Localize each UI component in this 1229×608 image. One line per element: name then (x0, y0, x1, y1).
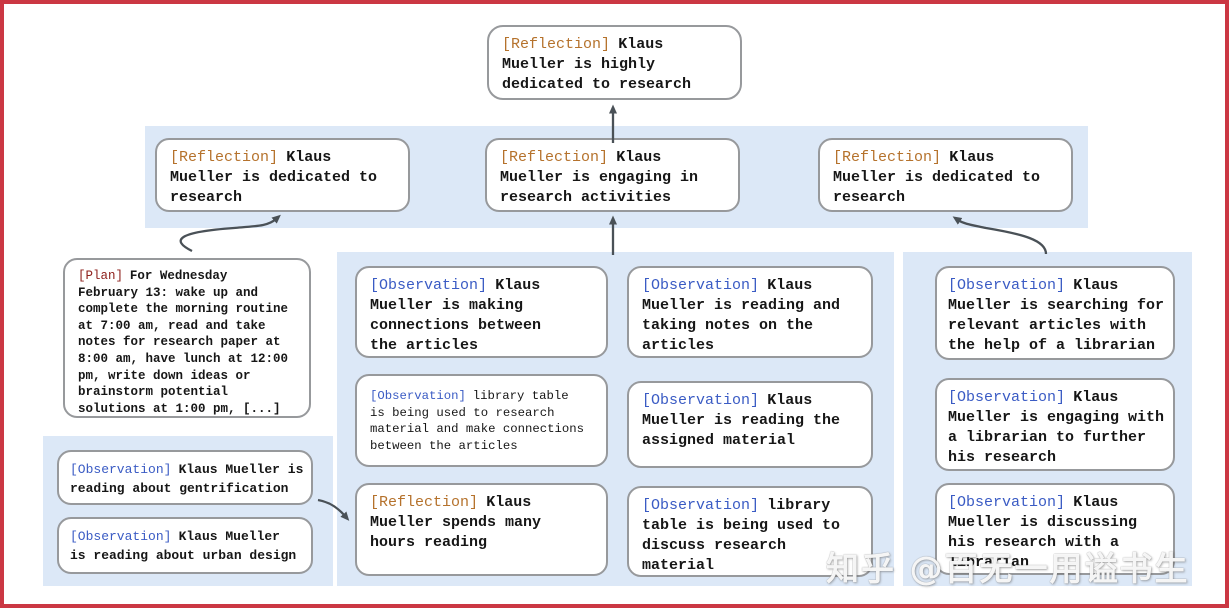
node-obs-gentrification: [Observation]Klaus Mueller is reading ab… (57, 450, 313, 505)
node-text: Klaus Mueller is discussing his research… (948, 494, 1138, 571)
node-obs-library-research: [Observation]library table is being used… (355, 374, 608, 467)
node-obs-taking-notes: [Observation]Klaus Mueller is reading an… (627, 266, 873, 358)
node-obs-engaging: [Observation]Klaus Mueller is engaging w… (935, 378, 1175, 471)
node-text: Klaus Mueller is engaging in research ac… (500, 149, 699, 206)
node-text: Klaus Mueller is reading the assigned ma… (642, 392, 841, 449)
node-plan: [Plan]For Wednesday February 13: wake up… (63, 258, 311, 418)
reflection-tag: [Reflection] (833, 149, 942, 166)
node-text: Klaus Mueller is reading about urban des… (70, 529, 297, 563)
node-text: For Wednesday February 13: wake up and c… (78, 269, 289, 416)
node-obs-searching: [Observation]Klaus Mueller is searching … (935, 266, 1175, 360)
observation-tag: [Observation] (70, 462, 172, 477)
observation-tag: [Observation] (642, 277, 760, 294)
node-obs-urban-design: [Observation]Klaus Mueller is reading ab… (57, 517, 313, 574)
reflection-tag: [Reflection] (502, 36, 611, 53)
node-obs-discussing: [Observation]Klaus Mueller is discussing… (935, 483, 1175, 575)
observation-tag: [Observation] (948, 389, 1066, 406)
watermark: 知乎 @百无一用谥书生 (826, 549, 1190, 588)
reflection-tag: [Reflection] (170, 149, 279, 166)
node-text: Klaus Mueller is reading about gentrific… (70, 462, 304, 496)
observation-tag: [Observation] (642, 392, 760, 409)
node-reflection-hours: [Reflection]Klaus Mueller spends many ho… (355, 483, 608, 576)
node-text: library table is being used to discuss r… (642, 497, 841, 574)
node-text: Klaus Mueller is dedicated to research (833, 149, 1041, 206)
node-text: library table is being used to research … (370, 389, 585, 453)
node-reflection-middle: [Reflection]Klaus Mueller is engaging in… (485, 138, 740, 212)
node-root-reflection: [Reflection]Klaus Mueller is highly dedi… (487, 25, 742, 100)
node-obs-connections: [Observation]Klaus Mueller is making con… (355, 266, 608, 358)
observation-tag: [Observation] (70, 529, 172, 544)
observation-tag: [Observation] (642, 497, 760, 514)
node-text: Klaus Mueller spends many hours reading (370, 494, 542, 551)
observation-tag: [Observation] (948, 494, 1066, 511)
node-text: Klaus Mueller is making connections betw… (370, 277, 542, 354)
reflection-tag: [Reflection] (370, 494, 479, 511)
node-obs-assigned: [Observation]Klaus Mueller is reading th… (627, 381, 873, 468)
node-text: Klaus Mueller is engaging with a librari… (948, 389, 1165, 466)
node-text: Klaus Mueller is searching for relevant … (948, 277, 1165, 354)
plan-tag: [Plan] (78, 269, 124, 283)
node-text: Klaus Mueller is reading and taking note… (642, 277, 841, 354)
node-text: Klaus Mueller is dedicated to research (170, 149, 378, 206)
node-reflection-left: [Reflection]Klaus Mueller is dedicated t… (155, 138, 410, 212)
node-obs-library-discuss: [Observation]library table is being used… (627, 486, 873, 577)
observation-tag: [Observation] (948, 277, 1066, 294)
reflection-tag: [Reflection] (500, 149, 609, 166)
observation-tag: [Observation] (370, 277, 488, 294)
node-reflection-right: [Reflection]Klaus Mueller is dedicated t… (818, 138, 1073, 212)
observation-tag: [Observation] (370, 389, 466, 403)
node-text: Klaus Mueller is highly dedicated to res… (502, 36, 692, 93)
